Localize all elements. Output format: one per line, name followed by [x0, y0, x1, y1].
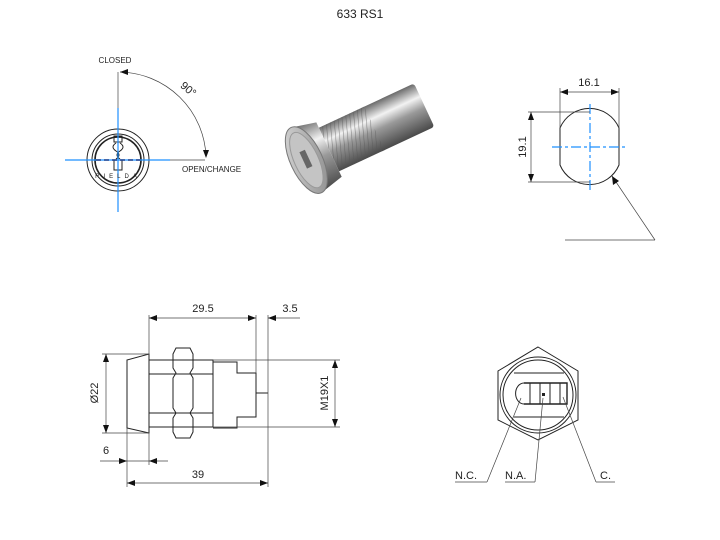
- open-change-label: OPEN/CHANGE: [182, 165, 241, 174]
- drawing-title: 633 RS1: [337, 7, 384, 21]
- front-view: RIELDA CLOSED 90° OPEN/CHANGE: [65, 56, 241, 212]
- front-cap: [126, 353, 150, 434]
- na-label: N.A.: [505, 470, 526, 482]
- brand-label: RIELDA: [95, 174, 141, 180]
- diameter-dimension: Ø22: [89, 383, 101, 404]
- thread-dimension: M19X1: [319, 376, 331, 411]
- closed-label: CLOSED: [99, 56, 132, 65]
- nc-label: N.C.: [455, 470, 477, 482]
- angle-label: 90°: [178, 80, 198, 100]
- pin-dimension: 3.5: [282, 303, 297, 315]
- arrow-head: [203, 150, 209, 158]
- terminal-block: [524, 382, 568, 405]
- rear-view: N.C. N.A. C.: [455, 346, 615, 483]
- rotation-arc: [119, 71, 207, 157]
- hex-nut: [172, 347, 194, 439]
- width-dimension: 16.1: [578, 77, 599, 89]
- c-label: C.: [600, 470, 611, 482]
- flange-dimension: 6: [103, 445, 109, 457]
- arrow-head: [120, 69, 128, 75]
- overall-dimension: 39: [192, 469, 204, 481]
- body: [148, 359, 214, 428]
- cam-outline: [559, 107, 620, 186]
- hex-outline: [497, 346, 579, 441]
- leader-line: [611, 175, 656, 241]
- switch-housing: [213, 361, 257, 429]
- lock-product-image: [284, 84, 434, 194]
- height-dimension: 19.1: [517, 136, 529, 157]
- length-dimension: 29.5: [192, 303, 213, 315]
- cam-view: 16.1 19.1: [517, 77, 656, 241]
- side-view: 29.5 3.5 M19X1 Ø22 6 39: [89, 303, 340, 487]
